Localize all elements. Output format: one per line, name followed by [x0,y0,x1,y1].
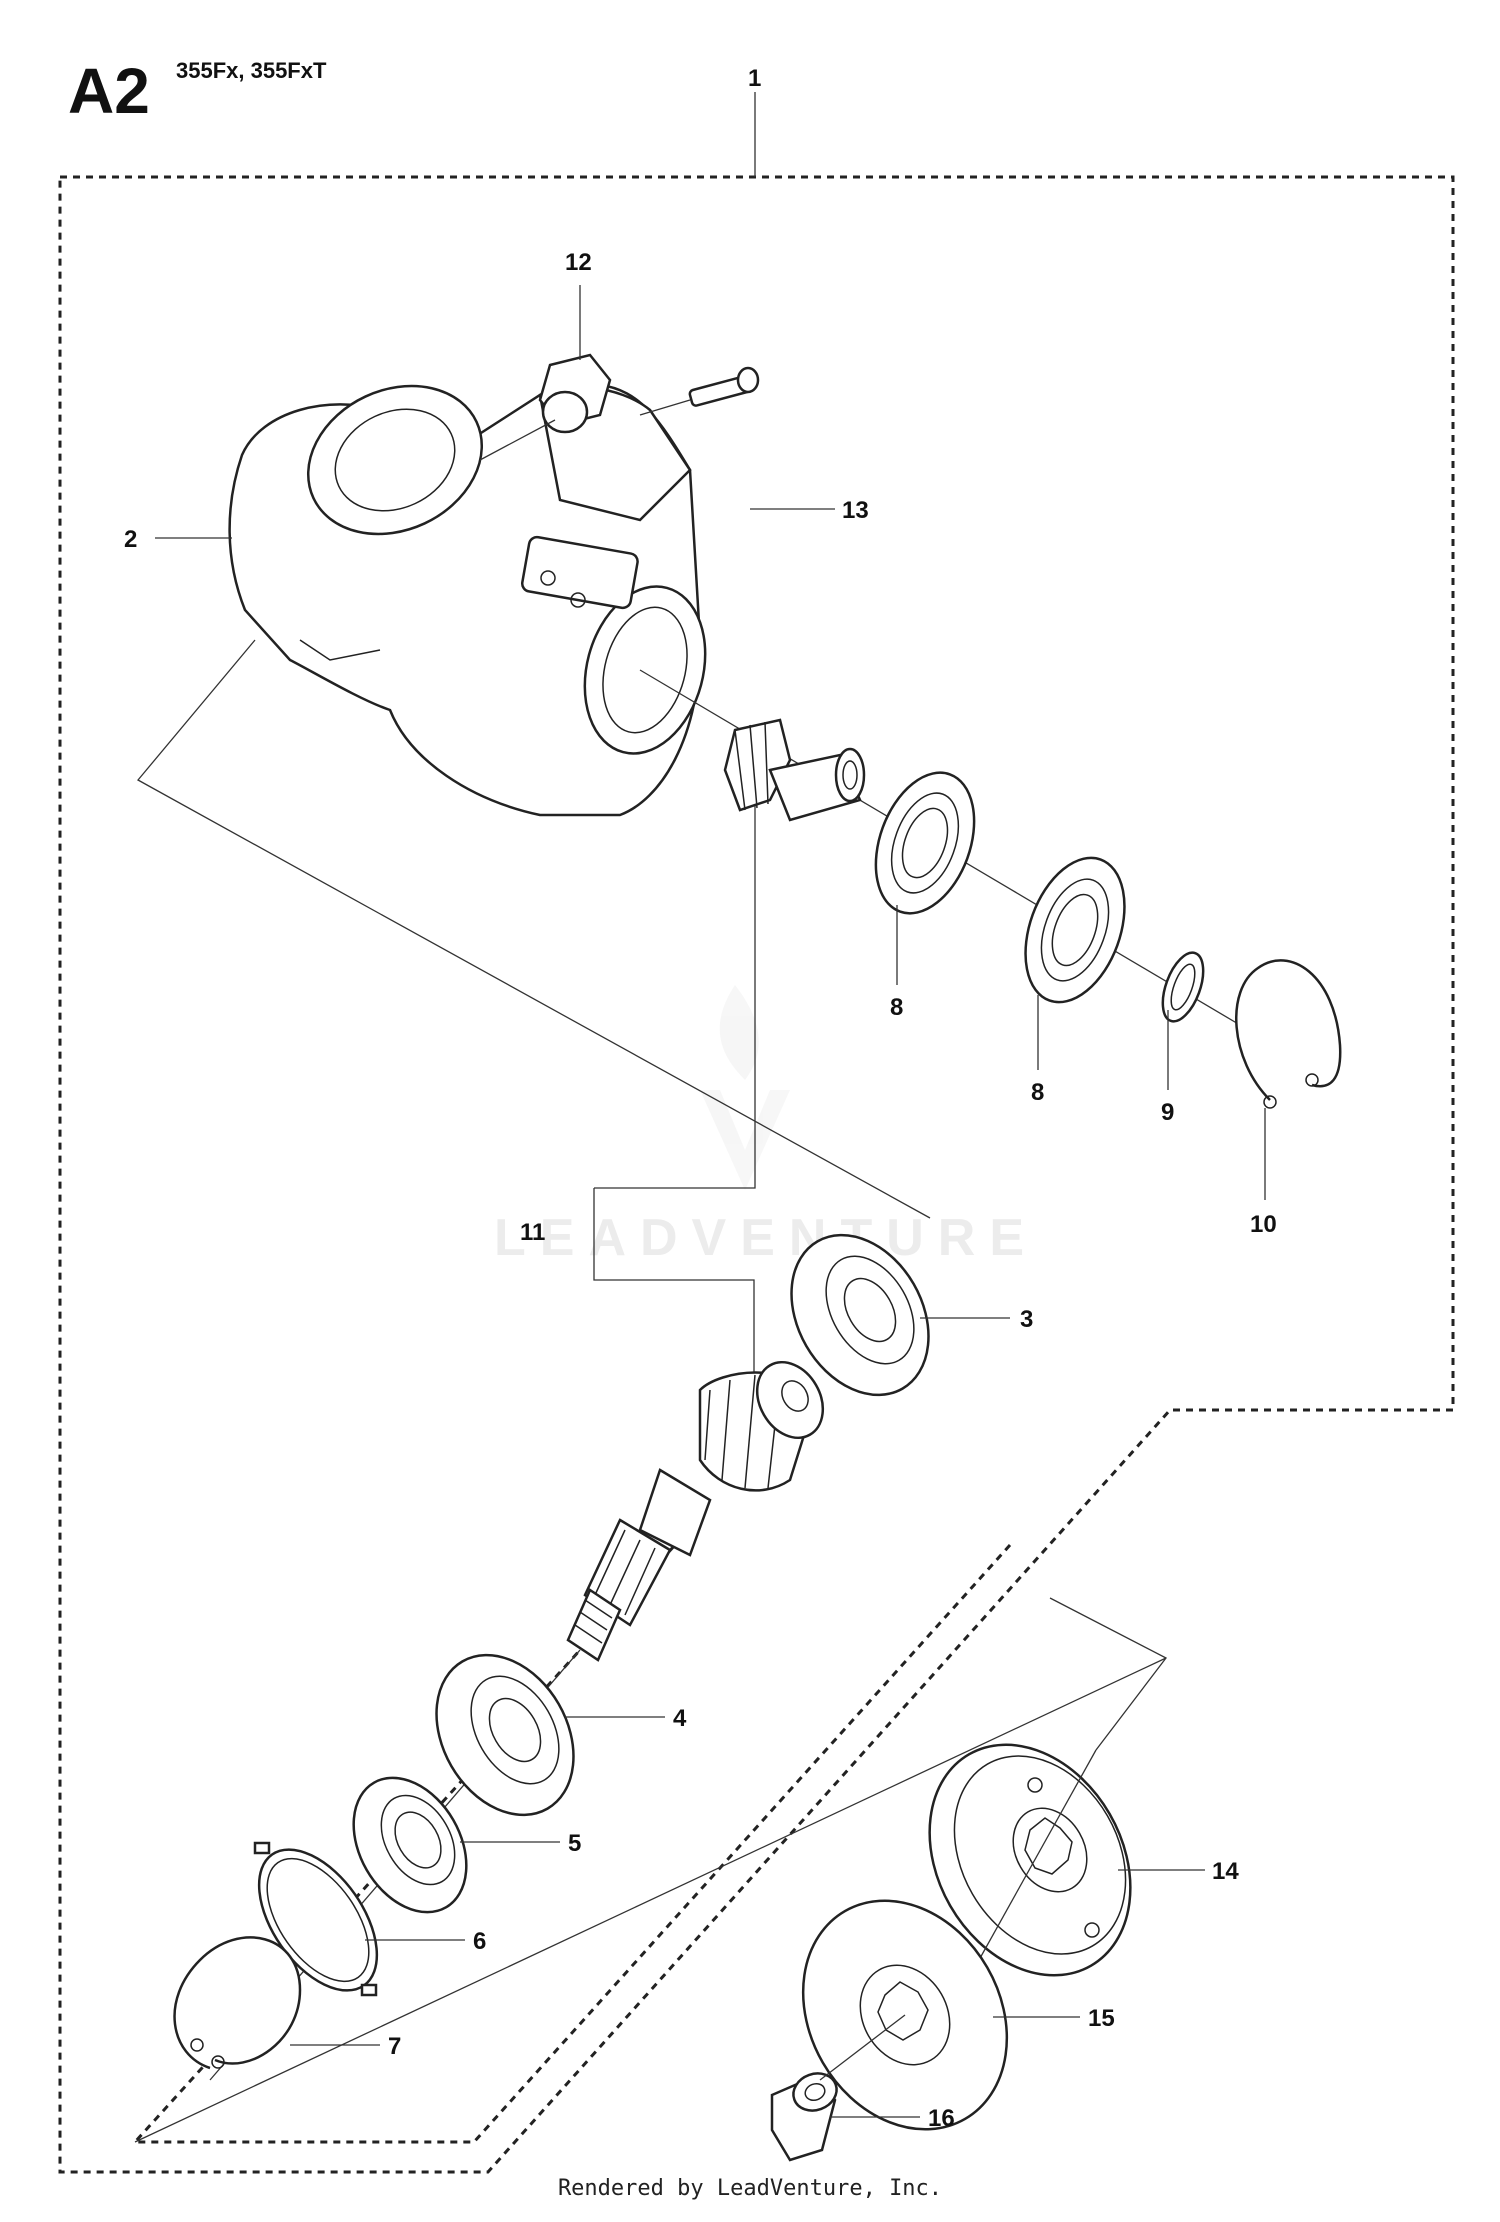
footer-credit: Rendered by LeadVenture, Inc. [557,2176,943,2201]
section-title: A2 [68,55,150,127]
model-list: 355Fx, 355FxT [176,58,327,83]
label-part-16: 16 [928,2105,955,2132]
seal-part-5 [352,1776,468,1914]
thrust-washer-part-14 [928,1743,1132,1977]
label-part-12: 12 [565,249,592,276]
axis-16 [819,2014,906,2081]
bearing-part-4 [435,1653,575,1817]
label-part-6: 6 [473,1928,486,1955]
axis-12 [479,419,556,461]
assembly-1-outline [58,175,1455,2174]
label-part-8a: 8 [890,994,903,1021]
label-part-4: 4 [673,1705,687,1732]
axis-13 [639,399,691,416]
watermark-logo [700,985,790,1190]
label-part-3: 3 [1020,1306,1033,1333]
group-bracket-lines [134,639,1167,2143]
label-part-8b: 8 [1031,1079,1044,1106]
bolt-part-13 [688,366,760,407]
circlip-part-7 [173,1936,302,2070]
label-part-2: 2 [124,526,137,553]
bearing-part-8a [874,771,976,915]
plug-part-12 [538,353,612,434]
label-part-13: 13 [842,497,869,524]
label-part-15: 15 [1088,2005,1115,2032]
watermark-text: LEADVENTURE [494,1209,1039,1267]
label-part-7: 7 [388,2033,401,2060]
bearing-part-3 [790,1233,930,1397]
label-part-14: 14 [1212,1858,1239,1885]
nut-part-16 [770,2072,838,2162]
circlip-part-10 [1235,959,1342,1109]
bearing-part-8b [1024,856,1126,1004]
leader-lines [155,285,1266,2118]
gear-housing-part-2 [228,383,707,817]
washer-part-9 [1161,951,1205,1023]
label-part-1: 1 [748,65,761,92]
bevel-gear-shaft-part [566,1361,825,1662]
pinion-gear-part [723,718,866,822]
label-part-5: 5 [568,1830,581,1857]
label-part-10: 10 [1250,1211,1277,1238]
label-part-9: 9 [1161,1099,1174,1126]
label-part-11: 11 [520,1219,545,1246]
